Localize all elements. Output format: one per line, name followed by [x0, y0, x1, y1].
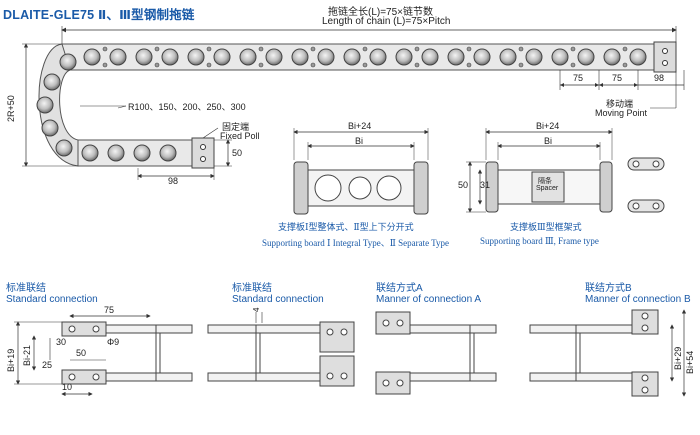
end-dimension: 98: [654, 73, 665, 83]
height-50-dimension: 50: [232, 148, 243, 158]
support-board-type-3: [466, 128, 613, 213]
connection-b-title-cn: 联结方式B: [585, 283, 632, 294]
pitch-dimension-2: 75: [612, 73, 623, 83]
conn1-dim-30: 30: [56, 337, 67, 347]
chain-length-label-cn: 拖链全长(L)=75×链节数: [328, 7, 434, 18]
standard-connection-1-drawing: [14, 313, 193, 397]
bi24-label-2: Bi+24: [536, 121, 560, 131]
conn1-dim-bi19: Bi+19: [6, 348, 16, 372]
support-board-1-caption-en: Supporting board Ⅰ Integral Type、Ⅱ Separ…: [262, 238, 450, 248]
connection-a-title-cn: 联结方式A: [376, 283, 423, 294]
support-board-3-caption-en: Supporting board Ⅲ, Frame type: [480, 236, 599, 246]
fixed-poll-label-cn: 固定端: [222, 122, 250, 132]
spacer-label-en: Spacer: [536, 185, 559, 192]
bottom-end-dimension: 98: [168, 176, 179, 186]
height-50-label-2: 50: [458, 180, 469, 190]
connection-1-title-en: Standard connection: [6, 294, 98, 305]
link-plate-side-view: [627, 157, 665, 213]
conn-b-dim-bi54: Bi+54: [685, 350, 695, 374]
support-board-type-1-2: [293, 128, 429, 215]
fixed-poll-label-en: Fixed Poll: [220, 131, 260, 141]
bi-label-1: Bi: [355, 136, 364, 146]
bi24-label-1: Bi+24: [348, 121, 372, 131]
standard-connection-2-drawing: [207, 312, 355, 387]
moving-point-label-cn: 移动端: [606, 99, 634, 109]
conn1-dim-10: 10: [62, 382, 73, 392]
connection-1-title-cn: 标准联结: [6, 283, 46, 294]
spacer-label-cn: 隔条: [538, 178, 552, 185]
conn1-dim-phi9: Φ9: [107, 337, 120, 347]
connection-b-title-en: Manner of connection B: [585, 294, 691, 305]
support-board-1-caption-cn: 支撑板Ⅰ型整体式、Ⅱ型上下分开式: [278, 222, 414, 232]
connection-a-drawing: [375, 311, 497, 395]
height-dimension-label: 2R+50: [6, 95, 16, 122]
page-title: DLAITE-GLE75 Ⅱ、Ⅲ型钢制拖链: [3, 8, 195, 22]
conn1-dim-75: 75: [104, 305, 115, 315]
drag-chain-drawing: [22, 26, 685, 180]
bi-label-2: Bi: [544, 136, 553, 146]
pitch-dimension-1: 75: [573, 73, 584, 83]
connection-2-title-cn: 标准联结: [232, 283, 272, 294]
conn-b-dim-bi29: Bi+29: [673, 346, 683, 370]
connection-b-drawing: [529, 309, 687, 397]
chain-length-label-en: Length of chain (L)=75×Pitch: [322, 16, 451, 27]
support-board-3-caption-cn: 支撑板Ⅲ型框架式: [510, 222, 582, 232]
height-31-label: 31: [480, 180, 491, 190]
conn1-dim-bi21: Bi-21: [22, 344, 32, 366]
moving-point-label-en: Moving Point: [595, 108, 648, 118]
connection-a-title-en: Manner of connection A: [376, 294, 482, 305]
conn2-dim-4: 4: [252, 307, 261, 312]
conn1-dim-50: 50: [76, 348, 87, 358]
connection-2-title-en: Standard connection: [232, 294, 324, 305]
conn1-dim-25: 25: [42, 360, 53, 370]
radius-label: R100、150、200、250、300: [128, 102, 246, 112]
